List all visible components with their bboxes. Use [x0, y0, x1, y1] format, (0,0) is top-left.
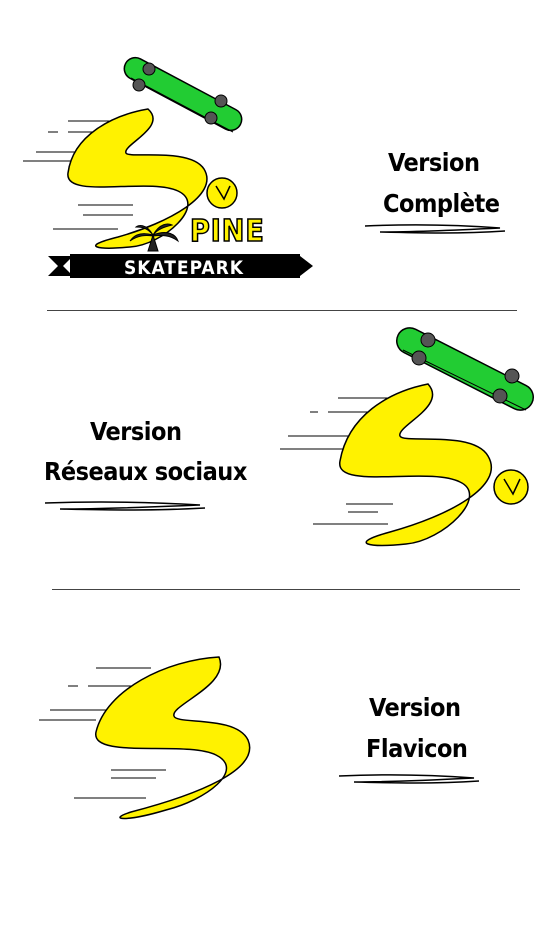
version-label-line1: Version: [369, 693, 461, 722]
s-letter-shape: [339, 383, 492, 547]
section-full-version: PINE SKATEPARK Version Complète: [0, 0, 537, 310]
section-social-version: Version Réseaux sociaux: [0, 311, 537, 589]
logo-text-skatepark: SKATEPARK: [124, 257, 244, 279]
speed-lines: [280, 397, 393, 525]
s-letter-shape: [67, 108, 208, 249]
version-label-line1: Version: [90, 417, 182, 446]
speed-lines: [23, 120, 133, 230]
skateboard-icon: [123, 56, 243, 133]
version-label-line2: Réseaux sociaux: [44, 457, 247, 486]
logo-text-pine: PINE: [190, 214, 265, 249]
spine-full-logo: PINE SKATEPARK: [23, 56, 313, 279]
underline-swash: [338, 774, 480, 784]
divider-2: [52, 589, 520, 590]
s-letter-shape: [95, 656, 251, 820]
spine-social-logo: [280, 327, 534, 547]
version-label-line2: Complète: [383, 189, 500, 218]
underline-swash: [44, 501, 206, 511]
underline-swash: [364, 224, 506, 234]
skatepark-banner: SKATEPARK: [48, 254, 313, 279]
skateboard-icon: [396, 327, 534, 411]
divider-1: [47, 310, 517, 311]
ball-icon: [493, 469, 529, 505]
spine-favicon-logo: [39, 656, 251, 820]
section-favicon-version: Version Flavicon: [0, 590, 537, 930]
version-label-line2: Flavicon: [366, 734, 468, 763]
version-label-line1: Version: [388, 148, 480, 177]
speed-lines: [39, 667, 166, 799]
ball-icon: [206, 177, 238, 209]
palm-tree-icon: [129, 223, 179, 252]
